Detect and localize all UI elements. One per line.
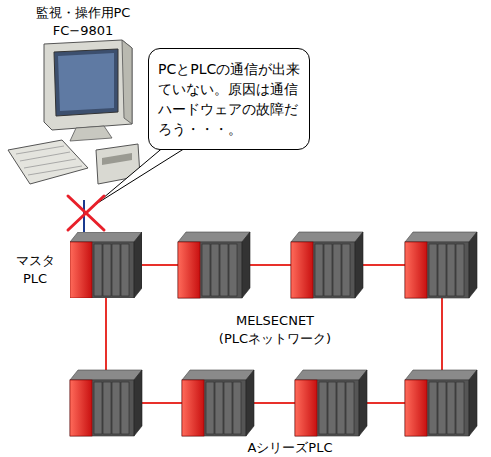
network-label: MELSECNET (PLCネットワーク)	[205, 312, 345, 348]
plc-unit	[70, 370, 142, 436]
pc-illustration	[8, 40, 140, 184]
node-text: PCとPLCの通信が出来ていない。原因は通信ハードウェアの故障だろう・・・。	[158, 59, 304, 139]
callout-bubble: PCとPLCの通信が出来ていない。原因は通信ハードウェアの故障だろう・・・。	[148, 48, 310, 150]
series-label: AシリーズPLC	[205, 439, 375, 456]
plc-unit	[405, 232, 477, 298]
fault-cross	[68, 196, 104, 230]
plc-unit	[295, 370, 367, 436]
master-plc: マスタ PLC	[70, 232, 142, 298]
plc-unit	[291, 232, 363, 298]
network-ring	[106, 265, 442, 403]
plc-unit	[182, 370, 254, 436]
plc-unit	[178, 232, 250, 298]
node-text: マスタ PLC	[12, 252, 58, 288]
node-text: 監視・操作用PC FC−9801	[23, 4, 143, 40]
plc-unit	[70, 232, 142, 298]
pc-node: 監視・操作用PC FC−9801	[8, 2, 158, 200]
plc-unit	[405, 370, 477, 436]
